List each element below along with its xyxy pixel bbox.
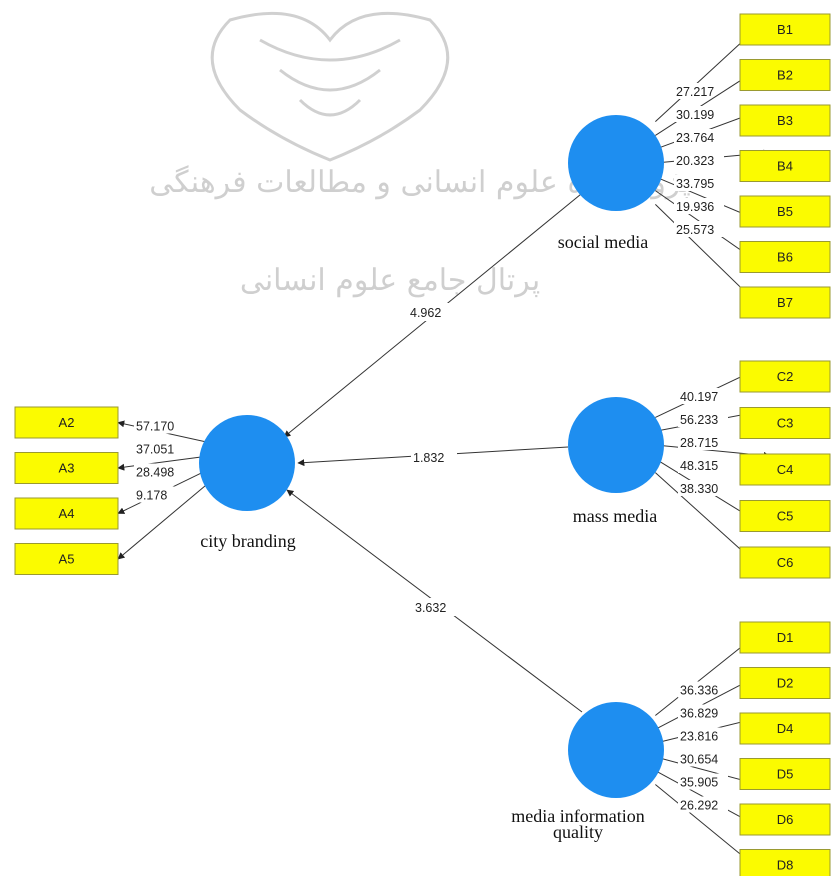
loading-value-c: 38.330 <box>680 482 718 496</box>
loading-edge-a4 <box>117 483 208 560</box>
indicator-b7: B7 <box>739 286 831 319</box>
path-coef-social: 4.962 <box>410 306 441 320</box>
indicator-d5: D5 <box>739 758 831 790</box>
construct-label-media-info-line2: quality <box>553 822 603 842</box>
indicator-label: A4 <box>59 506 75 521</box>
loading-value-d: 36.829 <box>680 707 718 721</box>
construct-mass-media <box>568 397 664 493</box>
indicator-label: C2 <box>777 369 794 384</box>
indicator-d1: D1 <box>739 621 831 654</box>
path-coef-mass: 1.832 <box>413 451 444 465</box>
indicator-label: A2 <box>59 415 75 430</box>
loading-edge-a2 <box>117 455 208 471</box>
loading-value-b: 20.323 <box>676 154 714 168</box>
indicator-label: B1 <box>777 22 793 37</box>
loading-value-d: 23.816 <box>680 730 718 744</box>
loading-value-a: 28.498 <box>136 466 174 480</box>
indicator-label: D8 <box>777 858 794 873</box>
loading-value-d: 26.292 <box>680 799 718 813</box>
construct-label-city-branding: city branding <box>200 531 295 551</box>
indicator-b4: B4 <box>739 150 831 182</box>
indicator-label: C6 <box>777 555 794 570</box>
indicator-label: D4 <box>777 721 794 736</box>
indicator-label: B2 <box>777 68 793 83</box>
indicator-a5: A5 <box>14 543 119 575</box>
indicator-label: D6 <box>777 812 794 827</box>
indicator-b3: B3 <box>739 104 831 137</box>
construct-label-social-media: social media <box>558 232 648 252</box>
loading-value-c: 40.197 <box>680 390 718 404</box>
indicator-label: A3 <box>59 461 75 476</box>
indicator-label: B5 <box>777 204 793 219</box>
loading-value-a: 57.170 <box>136 420 174 434</box>
indicator-c6: C6 <box>739 546 831 579</box>
loading-value-d: 30.654 <box>680 753 718 767</box>
indicator-label: A5 <box>59 552 75 567</box>
loading-value-d: 35.905 <box>680 776 718 790</box>
indicator-a3: A3 <box>14 452 119 484</box>
indicator-b5: B5 <box>739 195 831 228</box>
loading-value-b: 30.199 <box>676 108 714 122</box>
construct-social-media <box>568 115 664 211</box>
indicator-d4: D4 <box>739 712 831 745</box>
indicator-label: D1 <box>777 630 794 645</box>
indicator-c4: C4 <box>739 453 831 486</box>
path-coef-info: 3.632 <box>415 601 446 615</box>
loading-value-b: 27.217 <box>676 85 714 99</box>
loading-value-b: 19.936 <box>676 200 714 214</box>
construct-label-mass-media: mass media <box>573 506 657 526</box>
loading-value-c: 48.315 <box>680 459 718 473</box>
loading-value-a: 9.178 <box>136 489 167 503</box>
indicator-label: C3 <box>777 416 794 431</box>
indicator-label: B3 <box>777 113 793 128</box>
indicator-label: B7 <box>777 295 793 310</box>
loading-value-c: 28.715 <box>680 436 718 450</box>
loading-value-b: 33.795 <box>676 177 714 191</box>
loading-value-b: 23.764 <box>676 131 714 145</box>
indicator-label: C4 <box>777 462 794 477</box>
loading-value-a: 37.051 <box>136 443 174 457</box>
indicator-label: B6 <box>777 250 793 265</box>
watermark-logo <box>210 11 450 162</box>
indicator-a2: A2 <box>14 406 119 439</box>
indicator-d8: D8 <box>739 849 831 876</box>
indicator-c5: C5 <box>739 500 831 532</box>
indicator-c2: C2 <box>739 360 831 393</box>
indicator-label: B4 <box>777 159 793 174</box>
indicator-d6: D6 <box>739 803 831 836</box>
construct-city-branding <box>199 415 295 511</box>
construct-media-information-quality <box>568 702 664 798</box>
indicator-d2: D2 <box>739 667 831 699</box>
loading-value-d: 36.336 <box>680 684 718 698</box>
loading-value-c: 56.233 <box>680 413 718 427</box>
indicator-label: C5 <box>777 509 794 524</box>
indicator-label: D2 <box>777 676 794 691</box>
loading-value-b: 25.573 <box>676 223 714 237</box>
indicator-label: D5 <box>777 767 794 782</box>
watermark-line2: پرتال جامع علوم انسانی <box>240 263 540 298</box>
construct-label-media-info-line1: media information <box>511 806 644 826</box>
indicator-c3: C3 <box>739 407 831 439</box>
indicator-b2: B2 <box>739 59 831 91</box>
indicator-b1: B1 <box>739 13 831 46</box>
indicator-b6: B6 <box>739 241 831 273</box>
indicator-a4: A4 <box>14 497 119 530</box>
